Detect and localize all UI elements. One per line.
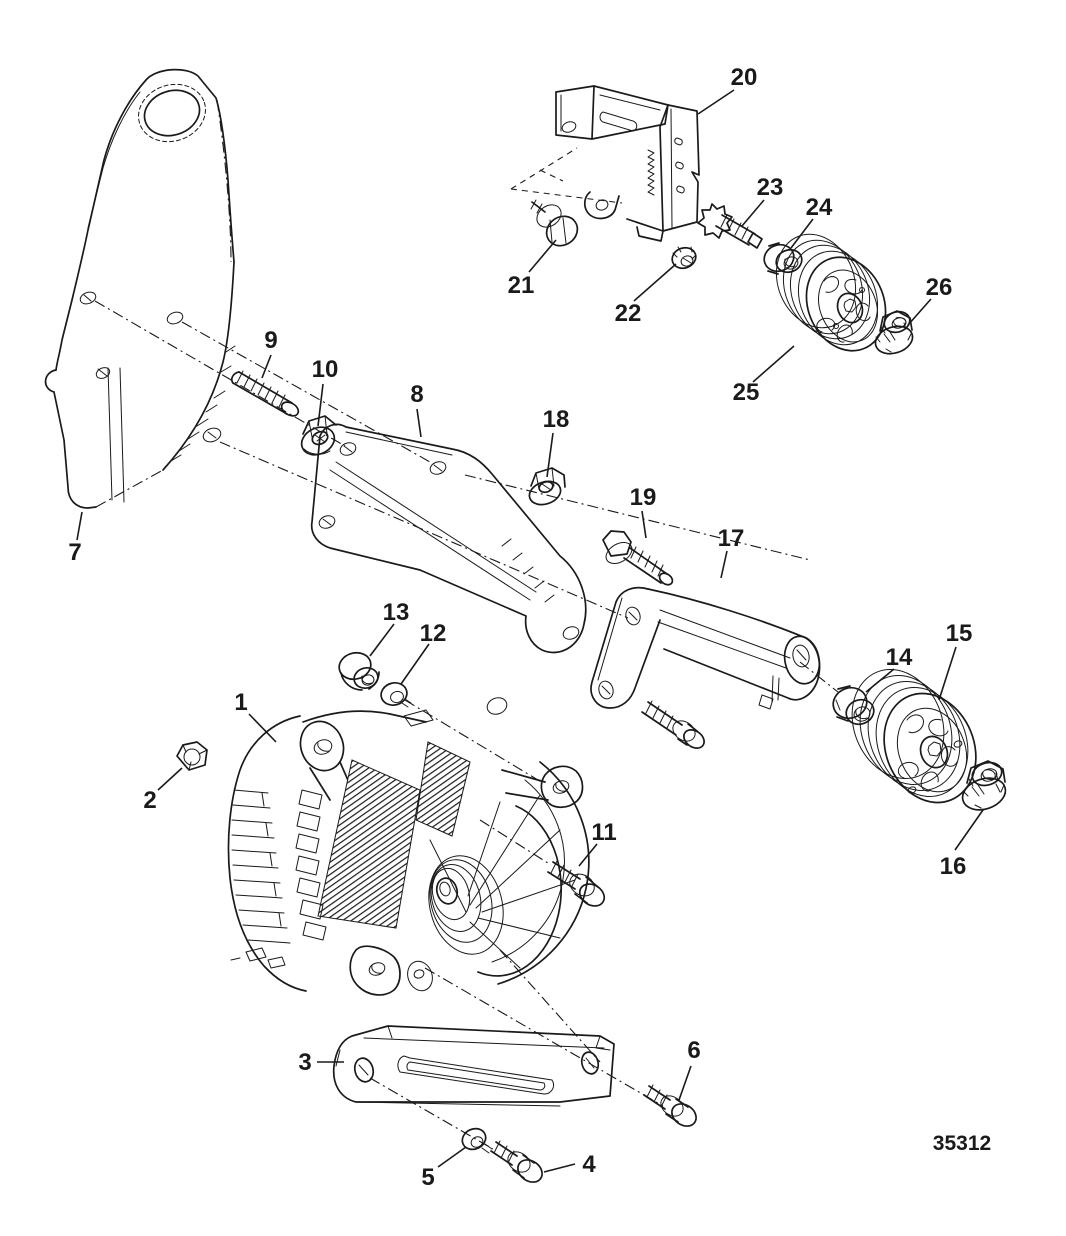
callout-12-label: 12 bbox=[420, 620, 447, 647]
callout-23-label: 23 bbox=[757, 174, 784, 201]
part-19-bolt-lower bbox=[641, 700, 705, 749]
part-22-nut bbox=[671, 246, 697, 270]
callout-4-label: 4 bbox=[582, 1151, 596, 1178]
callout-4: 4 bbox=[543, 1151, 596, 1178]
part-17-support-bracket bbox=[590, 586, 821, 710]
part-11-bolt bbox=[547, 860, 606, 907]
part-5-washer bbox=[461, 1127, 493, 1154]
callout-26-label: 26 bbox=[926, 274, 953, 301]
part-2-nut bbox=[176, 741, 208, 771]
callout-17: 17 bbox=[718, 525, 745, 579]
callout-9: 9 bbox=[261, 327, 278, 379]
part-23-screw bbox=[697, 203, 763, 249]
part-21-bolt bbox=[530, 199, 579, 247]
callout-8: 8 bbox=[410, 381, 424, 438]
callout-1: 1 bbox=[234, 689, 277, 743]
part-12-washer bbox=[380, 682, 412, 708]
callout-20-label: 20 bbox=[731, 64, 758, 91]
callout-17-label: 17 bbox=[718, 525, 745, 552]
callout-7: 7 bbox=[68, 511, 83, 566]
callout-23: 23 bbox=[741, 174, 784, 227]
callout-21-label: 21 bbox=[508, 272, 535, 299]
callout-13-label: 13 bbox=[383, 599, 410, 626]
callout-25: 25 bbox=[733, 345, 795, 406]
part-13-locknut bbox=[338, 651, 380, 691]
callout-18-label: 18 bbox=[543, 406, 570, 433]
part-26-locknut bbox=[874, 310, 914, 355]
callout-9-label: 9 bbox=[264, 327, 277, 354]
part-19-bolt bbox=[602, 530, 674, 586]
callout-2-label: 2 bbox=[143, 787, 156, 814]
callout-3-label: 3 bbox=[298, 1049, 311, 1076]
callout-25-label: 25 bbox=[733, 379, 760, 406]
part-3-brace bbox=[332, 1025, 615, 1107]
callout-2: 2 bbox=[143, 767, 183, 814]
callout-22: 22 bbox=[615, 263, 677, 327]
callout-24-label: 24 bbox=[806, 194, 833, 221]
callout-16-label: 16 bbox=[940, 853, 967, 880]
part-4-bolt bbox=[490, 1140, 543, 1183]
callout-6: 6 bbox=[678, 1037, 701, 1101]
part-25-pulley bbox=[775, 233, 887, 352]
part-6-bolt bbox=[643, 1084, 697, 1127]
part-7-mounting-bracket bbox=[44, 68, 236, 509]
figure-number: 35312 bbox=[933, 1132, 991, 1155]
callout-14-label: 14 bbox=[886, 644, 913, 671]
callout-21: 21 bbox=[508, 239, 557, 299]
part-9-stud bbox=[230, 370, 300, 417]
callout-12: 12 bbox=[400, 620, 447, 685]
callout-15: 15 bbox=[938, 620, 973, 701]
callout-19-label: 19 bbox=[630, 484, 657, 511]
callout-8-label: 8 bbox=[410, 381, 423, 408]
callout-26: 26 bbox=[907, 274, 953, 326]
callout-15-label: 15 bbox=[946, 620, 973, 647]
callout-20: 20 bbox=[697, 64, 758, 115]
callout-24: 24 bbox=[790, 194, 833, 249]
callout-6-label: 6 bbox=[687, 1037, 700, 1064]
callout-10-label: 10 bbox=[312, 356, 339, 383]
part-15-pulley bbox=[851, 669, 977, 804]
part-18-locknut bbox=[528, 467, 566, 506]
part-1-alternator bbox=[227, 697, 590, 996]
callout-16: 16 bbox=[940, 809, 984, 880]
callout-10: 10 bbox=[312, 356, 339, 427]
callout-11: 11 bbox=[578, 819, 617, 867]
callout-22-label: 22 bbox=[615, 300, 642, 327]
callout-14: 14 bbox=[865, 644, 913, 693]
callout-1-label: 1 bbox=[234, 689, 247, 716]
callouts: 1 2 3 4 5 6 7 8 9 10 11 12 13 14 15 16 1… bbox=[68, 64, 984, 1191]
part-14-spacer bbox=[832, 685, 875, 726]
callout-5: 5 bbox=[421, 1146, 467, 1191]
part-8-support-bracket bbox=[310, 423, 587, 654]
callout-18: 18 bbox=[543, 406, 570, 478]
callout-3: 3 bbox=[298, 1049, 344, 1076]
projection-lines bbox=[94, 300, 839, 1150]
callout-11-label: 11 bbox=[591, 819, 616, 846]
part-16-locknut bbox=[961, 760, 1007, 811]
callout-5-label: 5 bbox=[421, 1164, 434, 1191]
callout-7-label: 7 bbox=[68, 539, 81, 566]
callout-13: 13 bbox=[369, 599, 410, 657]
part-20-bracket bbox=[510, 85, 700, 242]
callout-19: 19 bbox=[630, 484, 657, 539]
